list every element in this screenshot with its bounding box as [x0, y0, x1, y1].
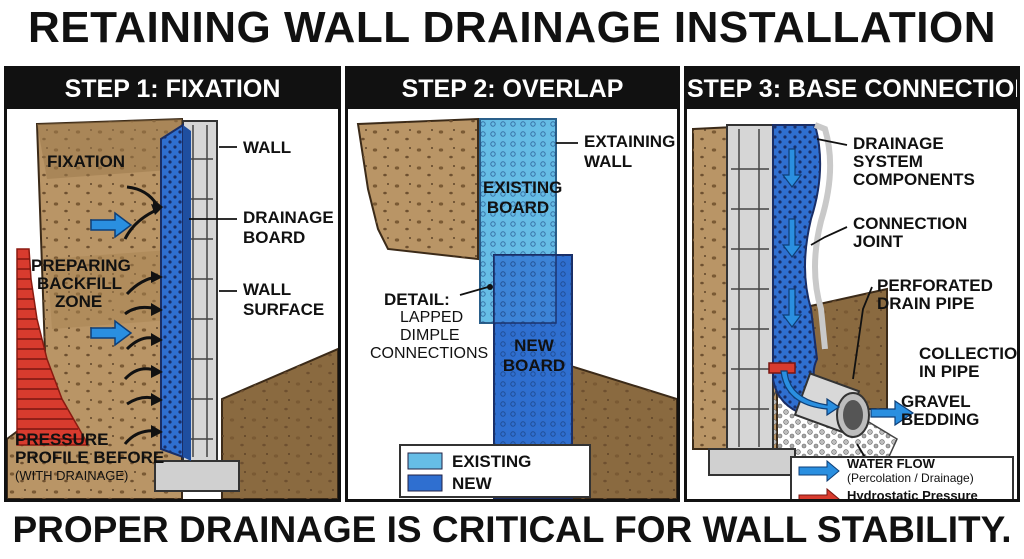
legend-box-p2	[399, 444, 591, 498]
label-drainage-board-line2: BOARD	[243, 228, 306, 247]
step-1-heading: STEP 1: FIXATION	[7, 69, 338, 109]
wall-footing	[708, 448, 796, 476]
label-wall: WALL	[243, 138, 292, 157]
step-2-panel: STEP 2: OVERLAP	[345, 66, 680, 502]
label-gravel-line1: GRAVEL	[901, 392, 971, 411]
label-preparing-line1: PREPARING	[31, 256, 131, 275]
label-pressure-line2: PROFILE BEFORE	[15, 448, 165, 467]
legend-swatch-existing	[407, 452, 443, 470]
step-3-heading: STEP 3: BASE CONNECTION	[687, 69, 1017, 109]
legend-box-p3	[790, 456, 1014, 499]
label-detail-line1: DETAIL:	[384, 290, 450, 309]
legend-water-arrow	[798, 459, 840, 483]
pressure-profile	[16, 248, 89, 446]
legend-label-water-flow: WATER FLOW	[847, 456, 935, 471]
label-existing-board-line2: BOARD	[486, 198, 550, 217]
drainage-board	[160, 123, 191, 461]
water-flow-arrows	[780, 148, 915, 427]
label-new-board-line1: NEW	[514, 336, 554, 355]
step-1-panel: STEP 1: FIXATION	[4, 66, 341, 502]
drainage-board	[772, 122, 849, 427]
label-drainage-system-line3: COMPONENTS	[853, 170, 975, 189]
water-flow-arrows	[90, 211, 133, 347]
leader-lines	[459, 142, 578, 296]
legend-label-hydrostatic: Hydrostatic Pressure	[847, 488, 978, 502]
label-connection-line2: JOINT	[853, 232, 904, 251]
label-detail-line2: LAPPED	[400, 309, 464, 326]
label-collection-line2: IN PIPE	[919, 362, 980, 381]
fixation-arrowheads	[151, 199, 163, 438]
wall	[726, 124, 774, 450]
step-2-drawing	[356, 117, 677, 499]
step-3-drawing	[692, 122, 1014, 499]
label-preparing-line2: BACKFILL	[37, 274, 122, 293]
label-gravel-line2: BEDDING	[901, 410, 980, 429]
label-drainage-board-line1: DRAINAGE	[243, 208, 334, 227]
legend-label-existing: EXISTING	[452, 452, 532, 471]
leader-lines	[189, 146, 237, 292]
label-drainage-system-line2: SYSTEM	[853, 152, 923, 171]
legend-sublabel-water-flow: (Percolation / Drainage)	[847, 471, 974, 485]
step-2-heading: STEP 2: OVERLAP	[348, 69, 677, 109]
step-3-illustration: DRAINAGE SYSTEM COMPONENTS CONNECTION JO…	[687, 109, 1017, 499]
label-extaining-line2: WALL	[584, 152, 633, 171]
step-1-drawing	[7, 117, 338, 499]
label-detail-line3: DIMPLE	[400, 327, 460, 344]
wall-footing	[154, 460, 240, 492]
legend-pressure-arrow	[798, 487, 840, 499]
label-preparing-line3: ZONE	[55, 292, 103, 311]
page-title: RETAINING WALL DRAINAGE INSTALLATION	[27, 3, 997, 52]
label-extaining-line1: EXTAINING	[584, 132, 676, 151]
label-existing-board-line1: EXISTING	[483, 178, 563, 197]
label-pressure-line3: (WITH DRAINAGE)	[15, 468, 129, 483]
step-3-panel: STEP 3: BASE CONNECTION	[684, 66, 1020, 502]
label-drainage-system-line1: DRAINAGE	[853, 134, 944, 153]
step-1-illustration: FIXATION WALL DRAINAGE BOARD PREPARING B…	[7, 109, 338, 499]
label-wall-surface-line1: WALL	[243, 280, 292, 299]
legend-swatch-new	[407, 474, 443, 492]
step-2-illustration: EXTAINING WALL EXISTING BOARD NEW BOARD …	[348, 109, 677, 499]
label-pressure-line1: PRESSURE	[15, 430, 109, 449]
label-new-board-line2: BOARD	[502, 356, 566, 375]
label-detail-line4: CONNECTIONS	[370, 345, 489, 362]
label-perforated-line1: PERFORATED	[877, 276, 993, 295]
footer-caption: PROPER DRAINAGE IS CRITICAL FOR WALL STA…	[12, 509, 1012, 550]
legend-label-new: NEW	[452, 474, 492, 493]
label-perforated-line2: DRAIN PIPE	[877, 294, 975, 313]
label-wall-surface-line2: SURFACE	[243, 300, 325, 319]
label-collection-line1: COLLECTION	[919, 344, 1020, 363]
label-connection-line1: CONNECTION	[853, 214, 968, 233]
label-fixation: FIXATION	[47, 152, 126, 171]
